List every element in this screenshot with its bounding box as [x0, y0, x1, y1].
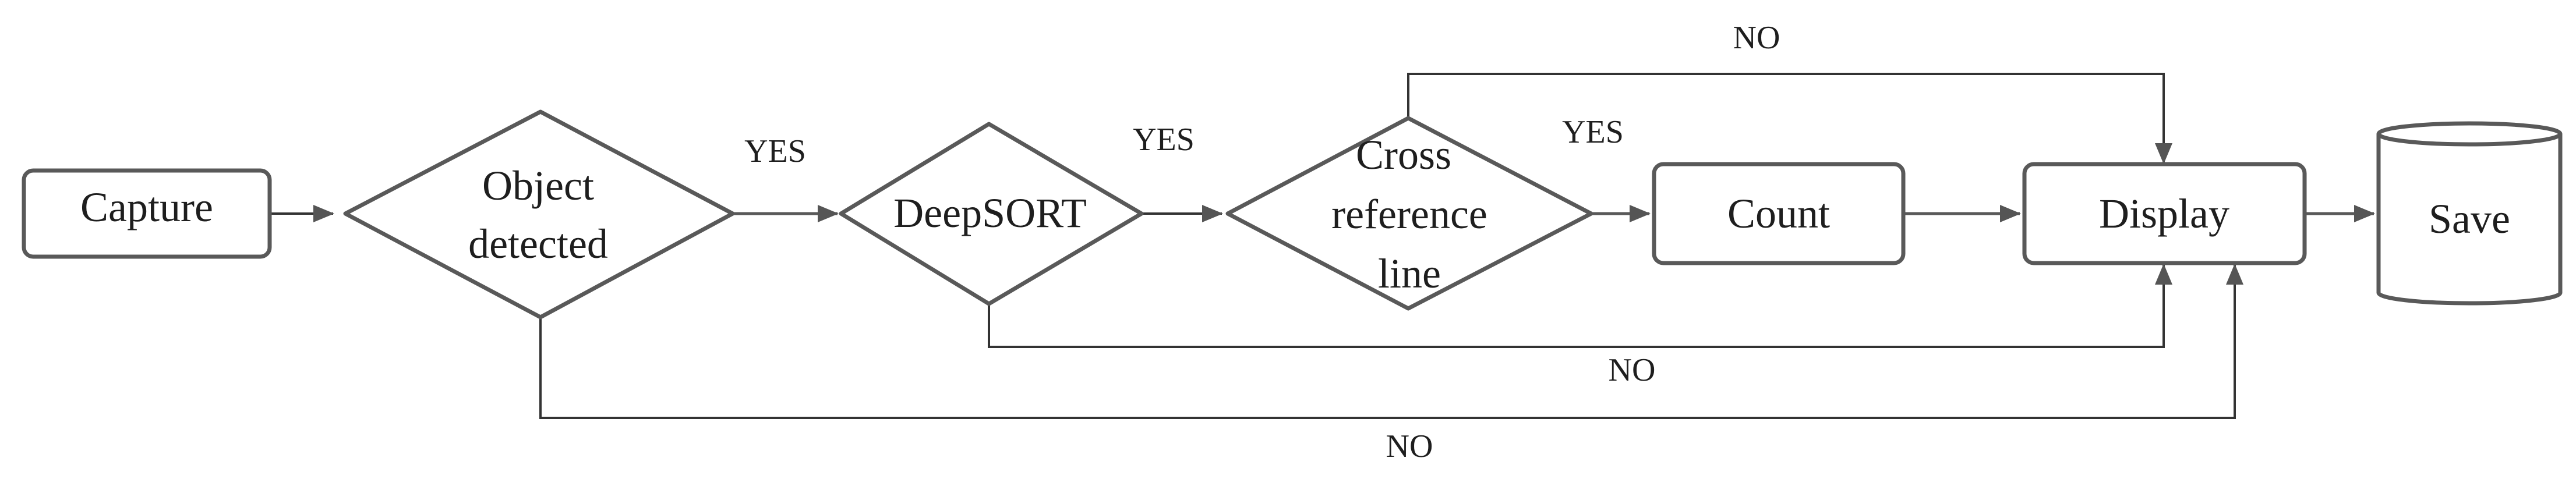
edge-label-cross-no: NO	[1733, 20, 1780, 56]
node-object-detected-label-1: Object	[482, 162, 594, 209]
edge-label-object-yes: YES	[744, 133, 806, 169]
node-display: Display	[2022, 162, 2307, 265]
edge-label-cross-yes: YES	[1562, 114, 1624, 150]
node-cross-reference-line: Cross reference line	[1225, 116, 1593, 311]
edge-label-deepsort-yes: YES	[1133, 122, 1195, 158]
edge-cross-reference-no	[1407, 73, 2172, 164]
edge-label-object-no: NO	[1386, 428, 1433, 464]
node-object-detected: Object detected	[343, 109, 735, 320]
node-cross-reference-label-3: line	[1378, 250, 1441, 297]
node-capture-label: Capture	[80, 184, 213, 230]
node-count-label: Count	[1727, 190, 1830, 237]
edge-deepsort-no	[988, 264, 2172, 348]
edges	[270, 73, 2375, 419]
node-object-detected-label-2: detected	[468, 221, 608, 267]
edge-object-detected-no	[539, 264, 2243, 419]
node-display-label: Display	[2099, 190, 2229, 237]
node-count: Count	[1652, 162, 1906, 265]
node-deepsort-label: DeepSORT	[893, 190, 1087, 236]
node-deepsort: DeepSORT	[839, 122, 1144, 306]
node-save-label: Save	[2429, 196, 2510, 242]
node-capture: Capture	[22, 168, 272, 259]
node-cross-reference-label-1: Cross	[1356, 132, 1451, 178]
edge-label-deepsort-no: NO	[1609, 352, 1656, 388]
node-cross-reference-label-2: reference	[1331, 191, 1487, 237]
node-save: Save	[2376, 121, 2563, 306]
